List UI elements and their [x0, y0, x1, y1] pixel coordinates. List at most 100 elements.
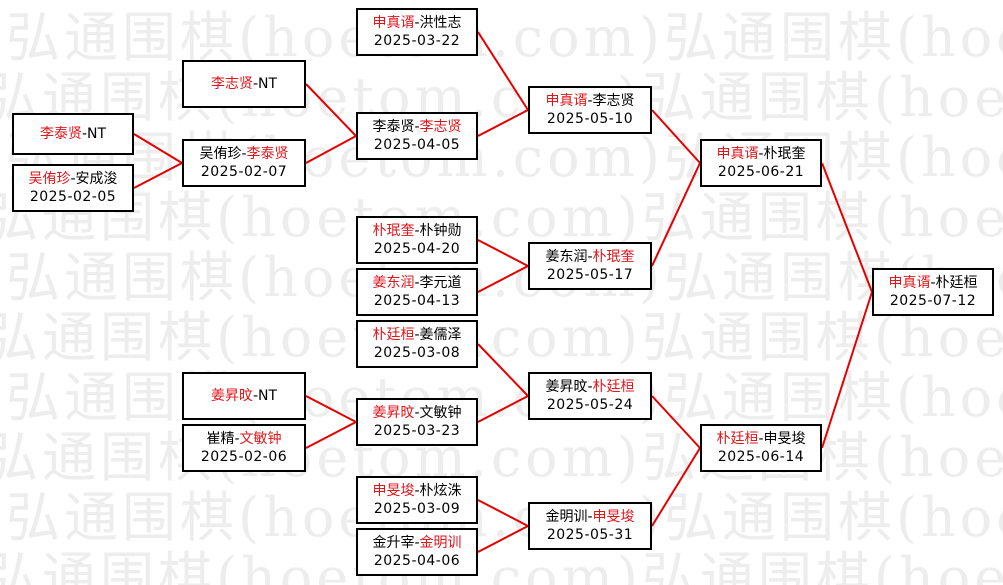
player-two: 朴廷桓 [592, 379, 635, 395]
player-one: 吴侑珍 [28, 171, 71, 187]
player-one: 朴廷桓 [372, 327, 415, 343]
match-players: 吴侑珍-李泰贤 [199, 145, 288, 163]
bracket-connector [477, 395, 529, 423]
player-two: NT [258, 76, 278, 92]
player-one: 申旻埈 [372, 483, 415, 499]
bracket-connector [477, 265, 529, 293]
match-players: 李志贤-NT [211, 75, 277, 93]
match-players: 申真谞-洪性志 [372, 14, 461, 32]
match-players: 申真谞-李志贤 [545, 92, 634, 110]
player-two: 金明训 [419, 535, 462, 551]
match-players: 李泰贤-李志贤 [372, 118, 461, 136]
player-two: NT [258, 388, 278, 404]
match-date: 2025-06-14 [717, 449, 805, 465]
match-players: 吴侑珍-安成浚 [28, 170, 117, 188]
match-date: 2025-03-09 [373, 501, 461, 517]
bracket-connector [305, 135, 357, 164]
match-date: 2025-03-22 [373, 33, 461, 49]
bracket-connector [477, 31, 529, 111]
player-one: 吴侑珍 [199, 146, 242, 162]
match-players: 申真谞-朴廷桓 [888, 274, 977, 292]
match-date: 2025-03-08 [373, 345, 461, 361]
match-date: 2025-05-10 [546, 111, 634, 127]
player-two: 朴廷桓 [935, 275, 978, 291]
match-date: 2025-02-07 [200, 164, 288, 180]
vs-separator: - [252, 388, 259, 404]
match-players: 姜东润-李元道 [372, 274, 461, 292]
player-two: 洪性志 [419, 15, 462, 31]
bracket-connector [821, 162, 873, 293]
vs-separator: - [758, 146, 764, 162]
match-date: 2025-05-24 [546, 397, 634, 413]
match-box-r0a[interactable]: 李泰贤-NT [12, 113, 134, 155]
bracket-connector [477, 499, 529, 527]
player-two: 李志贤 [419, 119, 462, 135]
match-date: 2025-02-05 [29, 189, 117, 205]
bracket-connector [821, 291, 873, 449]
match-date: 2025-04-13 [373, 293, 461, 309]
player-two: 李泰贤 [246, 146, 289, 162]
match-date: 2025-04-06 [373, 553, 461, 569]
vs-separator: - [414, 275, 420, 291]
bracket-connector [305, 83, 357, 137]
player-one: 申真谞 [545, 93, 588, 109]
bracket-connector [305, 421, 357, 449]
match-players: 李泰贤-NT [40, 125, 106, 143]
match-box-r1c[interactable]: 姜昇旼-NT [182, 372, 306, 420]
player-one: 姜东润 [372, 275, 415, 291]
bracket-connector [305, 395, 357, 423]
player-one: 姜昇旼 [545, 379, 588, 395]
vs-separator: - [234, 431, 240, 447]
vs-separator: - [758, 431, 764, 447]
match-date: 2025-05-17 [546, 267, 634, 283]
match-box-r1a[interactable]: 李志贤-NT [182, 60, 306, 108]
match-players: 申真谞-朴珉奎 [716, 145, 805, 163]
player-two: 文敏钟 [239, 431, 282, 447]
match-players: 姜昇旼-文敏钟 [372, 404, 461, 422]
player-one: 姜东润 [545, 249, 588, 265]
player-one: 金明训 [545, 509, 588, 525]
match-players: 金升宰-金明训 [372, 534, 461, 552]
vs-separator: - [414, 223, 420, 239]
vs-separator: - [414, 405, 420, 421]
match-players: 朴廷桓-姜儒泽 [372, 326, 461, 344]
vs-separator: - [587, 379, 593, 395]
player-one: 姜昇旼 [210, 388, 253, 404]
match-date: 2025-05-31 [546, 527, 634, 543]
vs-separator: - [70, 171, 76, 187]
vs-separator: - [414, 535, 420, 551]
vs-separator: - [930, 275, 936, 291]
match-players: 姜昇旼-朴廷桓 [545, 378, 634, 396]
player-two: 李志贤 [592, 93, 635, 109]
bracket-connector [133, 133, 183, 164]
match-date: 2025-04-05 [373, 137, 461, 153]
match-date: 2025-02-06 [200, 449, 288, 465]
player-two: 朴珉奎 [763, 146, 806, 162]
match-date: 2025-04-20 [373, 241, 461, 257]
vs-separator: - [414, 327, 420, 343]
player-one: 金升宰 [372, 535, 415, 551]
player-two: 朴钟勋 [419, 223, 462, 239]
player-one: 李泰贤 [372, 119, 415, 135]
match-players: 崔精-文敏钟 [206, 430, 281, 448]
player-one: 朴廷桓 [716, 431, 759, 447]
